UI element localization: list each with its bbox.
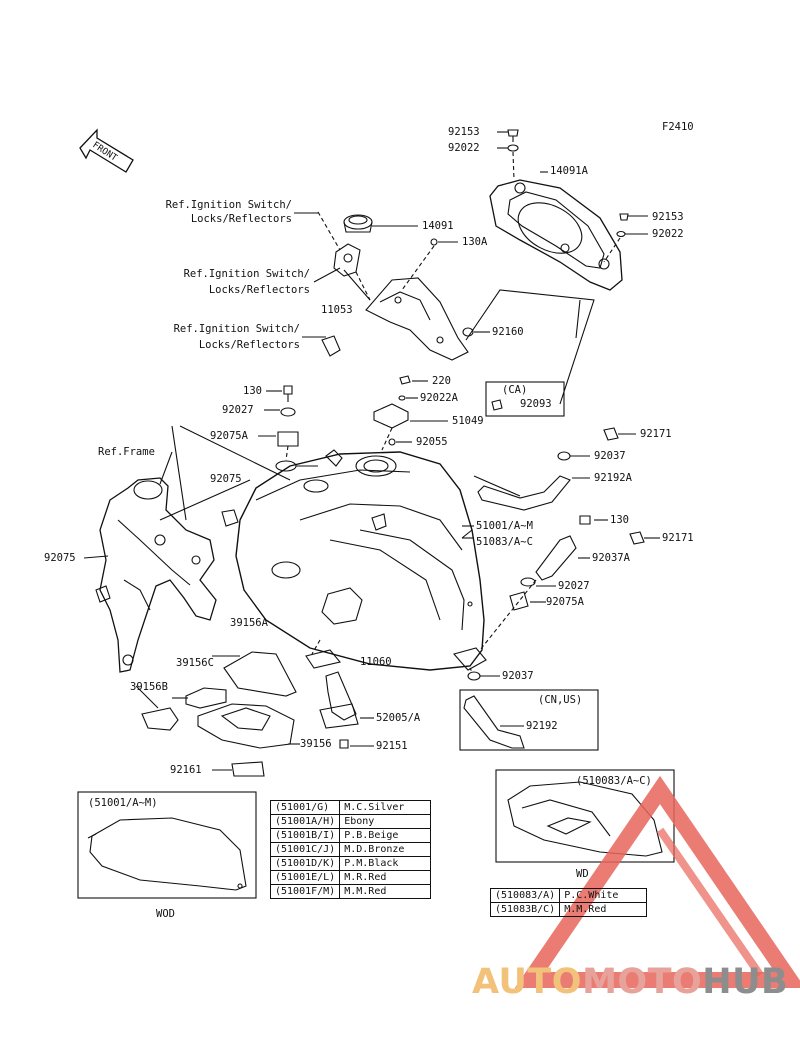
table-row: (51001D/K)P.M.Black bbox=[269, 856, 432, 871]
callout-51049: 51049 bbox=[452, 415, 484, 427]
callout-92037-top: 92037 bbox=[594, 450, 626, 462]
callout-92171-top: 92171 bbox=[640, 428, 672, 440]
callout-92037A: 92037A bbox=[592, 552, 630, 564]
variant-color: M.C.Silver bbox=[339, 800, 432, 815]
variant-code: (510083/A) bbox=[489, 888, 561, 903]
variant-color: M.R.Red bbox=[339, 870, 432, 885]
variant-color: P.C.White bbox=[559, 888, 648, 903]
ref-ignition-3-line1: Ref.Ignition Switch/ bbox=[173, 323, 300, 335]
variant-color: M.M.Red bbox=[559, 902, 648, 917]
table-row: (51001/G)M.C.Silver bbox=[269, 800, 432, 815]
heat-shield-pads bbox=[141, 651, 297, 777]
wd-caption: WD bbox=[576, 868, 589, 880]
callout-92055: 92055 bbox=[416, 436, 448, 448]
callout-14091: 14091 bbox=[422, 220, 454, 232]
callout-92075A-left: 92075A bbox=[210, 430, 248, 442]
callout-92192: 92192 bbox=[526, 720, 558, 732]
callout-11053: 11053 bbox=[321, 304, 353, 316]
callout-92151: 92151 bbox=[376, 740, 408, 752]
callout-39156C: 39156C bbox=[176, 657, 214, 669]
variant-code: (51001B/I) bbox=[269, 828, 341, 843]
variant-code: (51001E/L) bbox=[269, 870, 341, 885]
variant-color: M.D.Bronze bbox=[339, 842, 432, 857]
watermark-triangle-logo bbox=[514, 775, 800, 988]
variant-color: Ebony bbox=[339, 814, 432, 829]
hose-92192A bbox=[477, 475, 571, 511]
frame-section bbox=[95, 477, 239, 673]
switch-body bbox=[333, 243, 361, 277]
wod-caption: WOD bbox=[156, 908, 175, 920]
color-variant-table: (51001/G)M.C.Silver (51001A/H)Ebony (510… bbox=[269, 800, 432, 899]
variant-color: P.B.Beige bbox=[339, 828, 432, 843]
callout-39156A: 39156A bbox=[230, 617, 268, 629]
variant-color: P.M.Black bbox=[339, 856, 432, 871]
callout-39156B: 39156B bbox=[130, 681, 168, 693]
variant-color: M.M.Red bbox=[339, 884, 432, 899]
callout-92153-right: 92153 bbox=[652, 211, 684, 223]
callout-51083: 51083/A~C bbox=[476, 536, 533, 548]
callout-92160: 92160 bbox=[492, 326, 524, 338]
callout-52005A: 52005/A bbox=[376, 712, 421, 724]
watermark-part-auto: AUTO bbox=[472, 962, 583, 1002]
callout-92037-low: 92037 bbox=[502, 670, 534, 682]
table-row: (51001E/L)M.R.Red bbox=[269, 870, 432, 885]
variant-code: (51001F/M) bbox=[269, 884, 341, 899]
color-variant-table-wd: (510083/A)P.C.White (51083B/C)M.M.Red bbox=[489, 888, 648, 917]
variant-code: (51001/G) bbox=[269, 800, 341, 815]
wd-inset-label: (510083/A~C) bbox=[576, 775, 652, 787]
callout-92022-right: 92022 bbox=[652, 228, 684, 240]
callout-92022A: 92022A bbox=[420, 392, 458, 404]
callout-92192A: 92192A bbox=[594, 472, 632, 484]
fuel-tank-51001 bbox=[235, 449, 487, 671]
callout-92171-right: 92171 bbox=[662, 532, 694, 544]
watermark-part-moto: MOTO bbox=[582, 962, 703, 1002]
ignition-bracket-11053 bbox=[343, 269, 469, 361]
callout-92075-left: 92075 bbox=[44, 552, 76, 564]
ref-frame: Ref.Frame bbox=[98, 446, 155, 458]
callout-92027-right: 92027 bbox=[558, 580, 590, 592]
watermark-text: AUTOMOTOHUB bbox=[472, 962, 788, 1002]
ca-box-label: (CA) bbox=[502, 384, 528, 396]
fuel-sender-52005 bbox=[305, 649, 359, 729]
ca-box-part: 92093 bbox=[520, 398, 552, 410]
callout-39156: 39156 bbox=[300, 738, 332, 750]
callout-130-right: 130 bbox=[610, 514, 629, 526]
table-row: (510083/A)P.C.White bbox=[489, 888, 648, 903]
variant-code: (51001C/J) bbox=[269, 842, 341, 857]
watermark-part-hub: HUB bbox=[702, 962, 789, 1002]
figure-code: F2410 bbox=[662, 121, 694, 133]
callout-11060: 11060 bbox=[360, 656, 392, 668]
ref-ignition-1-line2: Locks/Reflectors bbox=[190, 213, 292, 225]
ref-ignition-2-line1: Ref.Ignition Switch/ bbox=[183, 268, 310, 280]
callout-92161: 92161 bbox=[170, 764, 202, 776]
table-row: (51001F/M)M.M.Red bbox=[269, 884, 432, 899]
cap-14091 bbox=[343, 214, 418, 233]
callout-92075A-right: 92075A bbox=[546, 596, 584, 608]
variant-code: (51001D/K) bbox=[269, 856, 341, 871]
variant-code: (51001A/H) bbox=[269, 814, 341, 829]
variant-code: (51083B/C) bbox=[489, 902, 561, 917]
cnus-box-label: (CN,US) bbox=[538, 694, 583, 706]
ref-ignition-2-line2: Locks/Reflectors bbox=[208, 284, 310, 296]
callout-92027-left: 92027 bbox=[222, 404, 254, 416]
callout-130-left: 130 bbox=[243, 385, 262, 397]
table-row: (51083B/C)M.M.Red bbox=[489, 902, 648, 917]
ref-ignition-1-line1: Ref.Ignition Switch/ bbox=[165, 199, 292, 211]
callout-130A: 130A bbox=[462, 236, 488, 248]
callout-51001: 51001/A~M bbox=[476, 520, 533, 532]
ref-ignition-3-line2: Locks/Reflectors bbox=[198, 339, 300, 351]
front-arrow-icon bbox=[79, 128, 134, 173]
tank-console-cover-14091A bbox=[489, 179, 623, 291]
table-row: (51001B/I)P.B.Beige bbox=[269, 828, 432, 843]
callout-92022-top: 92022 bbox=[448, 142, 480, 154]
callout-92075-mid: 92075 bbox=[210, 473, 242, 485]
callout-92153-top: 92153 bbox=[448, 126, 480, 138]
table-row: (51001C/J)M.D.Bronze bbox=[269, 842, 432, 857]
table-row: (51001A/H)Ebony bbox=[269, 814, 432, 829]
wod-inset-label: (51001/A~M) bbox=[88, 797, 158, 809]
callout-14091A: 14091A bbox=[550, 165, 588, 177]
callout-220: 220 bbox=[432, 375, 451, 387]
